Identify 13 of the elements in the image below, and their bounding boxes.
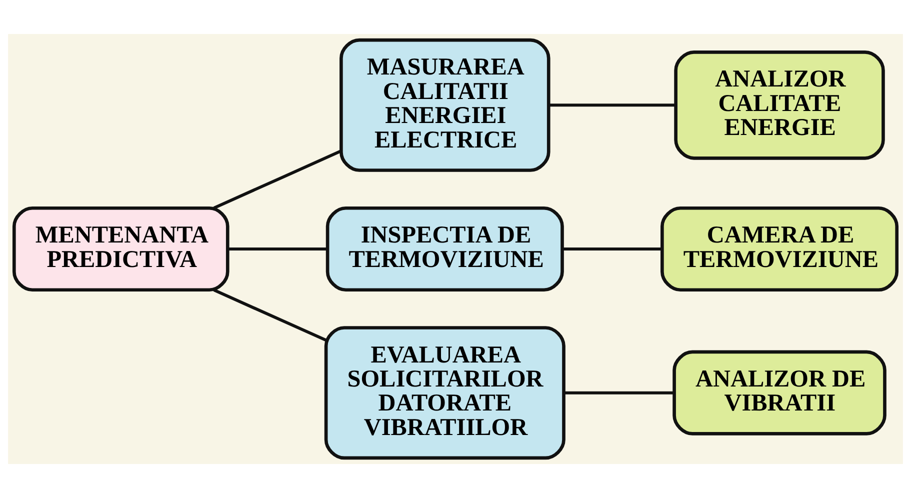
- node-box: INSPECTIA DE TERMOVIZIUNE: [326, 206, 564, 292]
- node-box: MENTENANTA PREDICTIVA: [12, 206, 230, 292]
- connector: [564, 390, 674, 394]
- connector: [213, 149, 342, 209]
- node-box: ANALIZOR CALITATE ENERGIE: [674, 50, 885, 160]
- connector: [213, 288, 327, 342]
- connector: [562, 246, 662, 250]
- node-box: ANALIZOR DE VIBRATII: [672, 350, 886, 435]
- connector: [228, 246, 328, 250]
- node-box: EVALUAREA SOLICITARILOR DATORATE VIBRATIILOR: [324, 326, 566, 460]
- node-box: MASURAREA CALITATII ENERGIEI ELECTRICE: [340, 38, 550, 172]
- connector: [549, 103, 676, 106]
- node-box: CAMERA DE TERMOVIZIUNE: [660, 206, 899, 292]
